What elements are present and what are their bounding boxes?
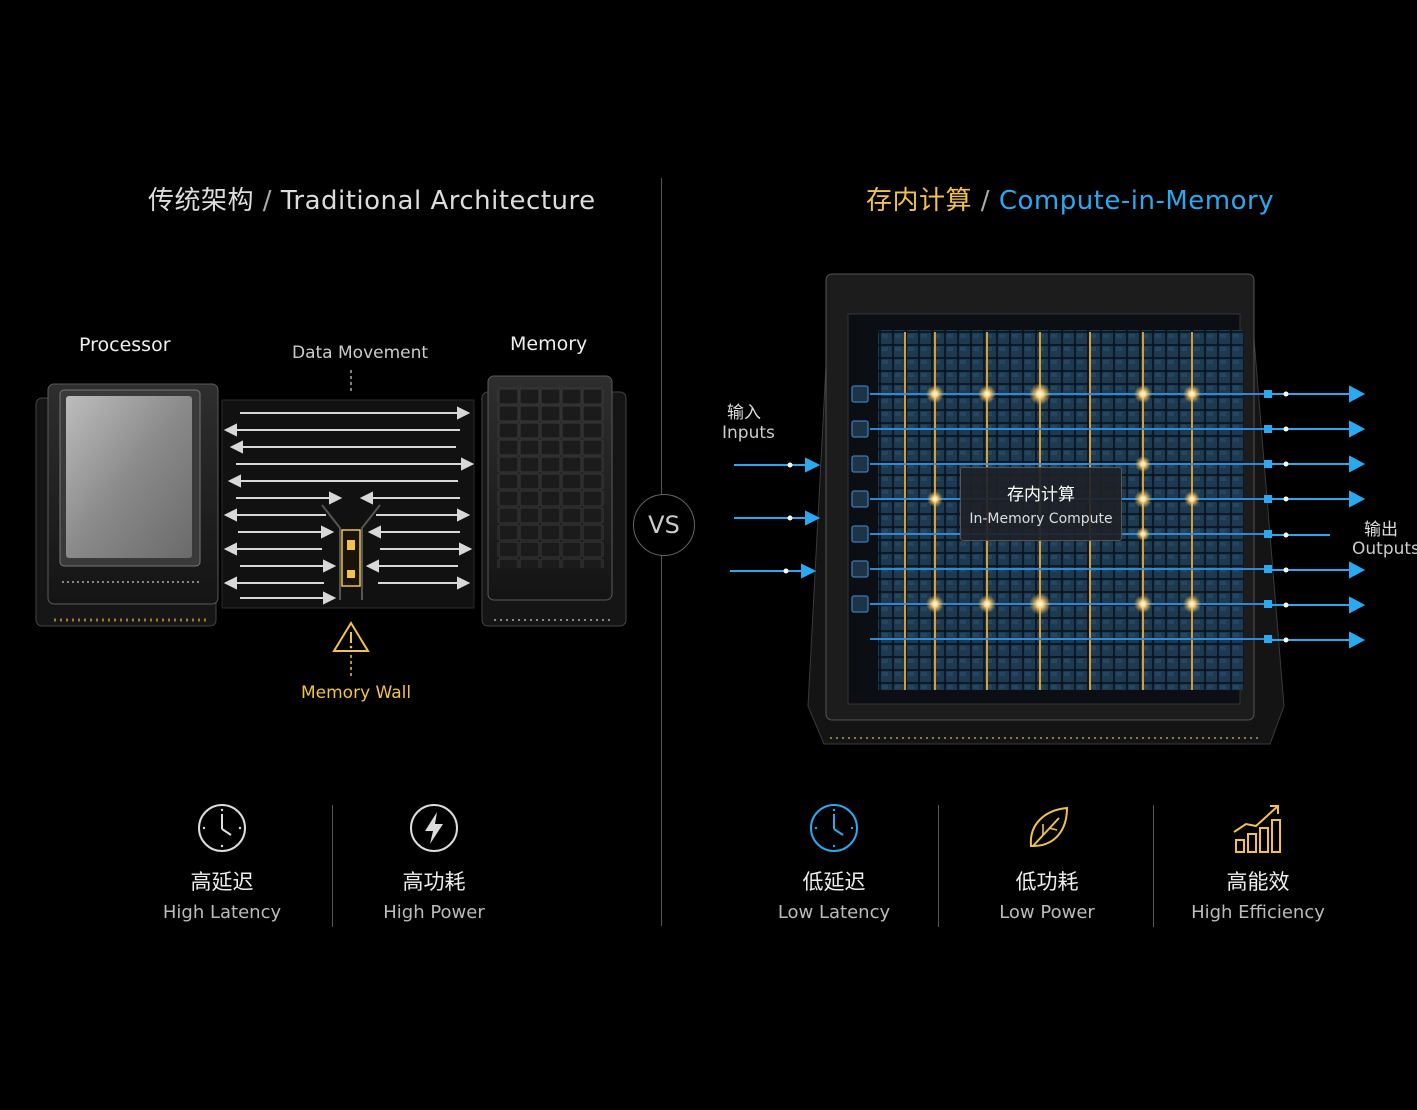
feature-low-latency: 低延迟 Low Latency [734, 802, 934, 923]
inputs-en-label: Inputs [722, 423, 775, 443]
input-arrows [730, 457, 821, 579]
clock-icon [198, 804, 246, 852]
outputs-zh-label: 输出 [1364, 520, 1398, 540]
feature-zh: 高能效 [1226, 870, 1290, 894]
memory-wall-label: Memory Wall [301, 683, 412, 703]
growth-chart-icon [1233, 805, 1281, 853]
feature-en: High Power [383, 902, 485, 923]
feature-low-power: 低功耗 Low Power [947, 802, 1147, 923]
feature-high-power: 高功耗 High Power [334, 802, 534, 923]
leaf-icon [1029, 806, 1069, 847]
processor-label: Processor [79, 334, 171, 356]
panel-zh: 存内计算 [1007, 485, 1075, 505]
in-memory-compute-panel: 存内计算 In-Memory Compute [960, 467, 1122, 541]
feature-en: Low Power [999, 902, 1095, 923]
memory-label: Memory [510, 333, 588, 355]
data-movement-label: Data Movement [292, 343, 429, 363]
feature-zh: 低功耗 [1015, 870, 1079, 894]
vs-badge: VS [633, 494, 695, 556]
right-feature-divider-1 [938, 805, 939, 927]
feature-high-efficiency: 高能效 High Efficiency [1158, 802, 1358, 923]
feature-zh: 低延迟 [802, 870, 866, 894]
data-movement-channel [221, 370, 475, 609]
feature-high-latency: 高延迟 High Latency [122, 802, 322, 923]
left-title-en: Traditional Architecture [280, 186, 596, 216]
feature-en: High Latency [162, 902, 282, 923]
inputs-zh-label: 输入 [727, 403, 761, 423]
output-arrows [1272, 385, 1366, 649]
right-feature-divider-2 [1153, 805, 1154, 927]
feature-zh: 高延迟 [190, 870, 254, 894]
lightning-icon [410, 804, 458, 852]
right-title-en: Compute-in-Memory [998, 186, 1275, 216]
right-title-sep: / [980, 186, 991, 216]
feature-zh: 高功耗 [402, 870, 466, 894]
right-title-zh: 存内计算 [866, 186, 973, 216]
feature-en: Low Latency [777, 902, 891, 923]
clock-icon [810, 804, 858, 852]
panel-en: In-Memory Compute [969, 511, 1113, 527]
outputs-en-label: Outputs [1352, 539, 1417, 559]
feature-en: High Efficiency [1191, 902, 1325, 923]
left-title-sep: / [262, 186, 273, 216]
left-title-zh: 传统架构 [148, 186, 255, 216]
left-feature-divider [332, 805, 333, 927]
warning-icon [332, 621, 370, 678]
left-title: 传统架构 / Traditional Architecture [148, 180, 596, 217]
processor-chip [35, 383, 219, 627]
right-title: 存内计算 / Compute-in-Memory [866, 180, 1274, 217]
memory-module [481, 375, 627, 627]
